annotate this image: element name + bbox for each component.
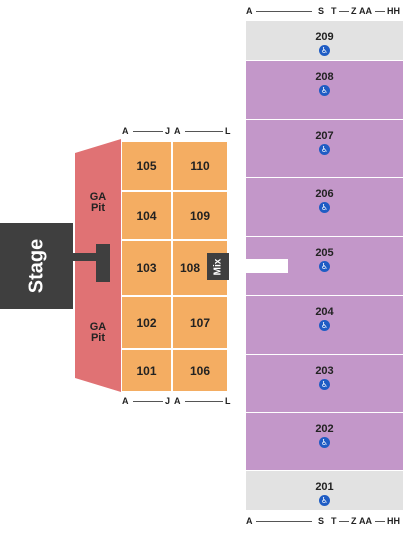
upper-section[interactable]: 204 ♿: [246, 296, 403, 355]
floor-right-row-first-bottom: A: [174, 396, 181, 406]
wheelchair-icon: ♿: [319, 45, 330, 56]
floor-section[interactable]: 109: [172, 191, 228, 240]
upper-row-mid3: Z: [351, 6, 357, 16]
floor-section-number: 110: [190, 159, 210, 173]
floor-section[interactable]: 105: [121, 141, 172, 191]
floor-section[interactable]: 104: [121, 191, 172, 240]
floor-section-number: 104: [136, 208, 157, 223]
floor-section-number: 107: [189, 315, 211, 330]
stage-label: Stage: [25, 238, 47, 294]
upper-row-mid4: AA: [359, 6, 372, 16]
floor-section-number: 106: [189, 363, 211, 378]
floor-section[interactable]: 101: [121, 349, 172, 392]
floor-right-row-last-bottom: L: [225, 396, 231, 406]
upper-row-mid3-bottom: Z: [351, 516, 357, 526]
floor-section[interactable]: 110: [172, 141, 228, 191]
floor-section-number: 103: [136, 261, 157, 275]
floor-section[interactable]: 107: [172, 296, 228, 349]
upper-section-number: 202: [315, 423, 334, 435]
upper-section-number: 203: [315, 365, 334, 377]
upper-section-number: 209: [315, 31, 334, 43]
upper-row-mid2-bottom: T: [331, 516, 337, 526]
upper-row-mid2: T: [331, 6, 337, 16]
ga-pit-top-label: GA Pit: [89, 191, 107, 214]
floor-section[interactable]: 103: [121, 240, 172, 296]
floor-right-row-last: L: [225, 126, 231, 136]
floor-left-row-last-bottom: J: [165, 396, 171, 406]
upper-section-number: 201: [315, 481, 334, 493]
upper-section[interactable]: 208 ♿: [246, 61, 403, 120]
stage: Stage: [0, 223, 73, 309]
upper-row-start: A: [246, 6, 253, 16]
wheelchair-icon: ♿: [319, 85, 330, 96]
upper-section-number: 205: [315, 247, 334, 259]
floor-left-row-last: J: [165, 126, 171, 136]
ga-pit-bottom-label: GA Pit: [89, 321, 107, 344]
upper-section[interactable]: 201 ♿: [246, 471, 403, 511]
floor-section-number: 102: [136, 315, 157, 330]
floor-left-row-first-bottom: A: [122, 396, 129, 406]
upper-section[interactable]: 209 ♿: [246, 21, 403, 61]
floor-section-number: 108: [179, 261, 201, 275]
wheelchair-icon: ♿: [319, 261, 330, 272]
wheelchair-icon: ♿: [319, 320, 330, 331]
mix-walkway: [228, 259, 288, 273]
upper-section[interactable]: 206 ♿: [246, 178, 403, 237]
upper-section-number: 207: [315, 130, 334, 142]
floor-right-row-first: A: [174, 126, 181, 136]
upper-row-mid4-bottom: AA: [359, 516, 372, 526]
floor-left-row-first: A: [122, 126, 129, 136]
floor-section-number: 101: [136, 363, 157, 378]
upper-section[interactable]: 207 ♿: [246, 120, 403, 178]
upper-row-mid1-bottom: S: [318, 516, 325, 526]
wheelchair-icon: ♿: [319, 495, 330, 506]
upper-section-number: 208: [315, 71, 334, 83]
upper-section[interactable]: 203 ♿: [246, 355, 403, 413]
floor-section-number: 109: [189, 208, 211, 223]
mix-label: Mix: [212, 258, 224, 275]
upper-section[interactable]: 202 ♿: [246, 413, 403, 471]
wheelchair-icon: ♿: [319, 437, 330, 448]
upper-row-start-bottom: A: [246, 516, 253, 526]
upper-row-end-bottom: HH: [387, 516, 400, 526]
wheelchair-icon: ♿: [319, 379, 330, 390]
stage-runway: [60, 253, 100, 261]
floor-section[interactable]: 106: [172, 349, 228, 392]
upper-row-end: HH: [387, 6, 400, 16]
floor-section[interactable]: 102: [121, 296, 172, 349]
wheelchair-icon: ♿: [319, 202, 330, 213]
floor-section-number: 105: [136, 159, 157, 173]
upper-section-number: 204: [315, 306, 334, 318]
mix-position: Mix: [207, 253, 229, 280]
upper-row-mid1: S: [318, 6, 325, 16]
upper-section-number: 206: [315, 188, 334, 200]
wheelchair-icon: ♿: [319, 144, 330, 155]
